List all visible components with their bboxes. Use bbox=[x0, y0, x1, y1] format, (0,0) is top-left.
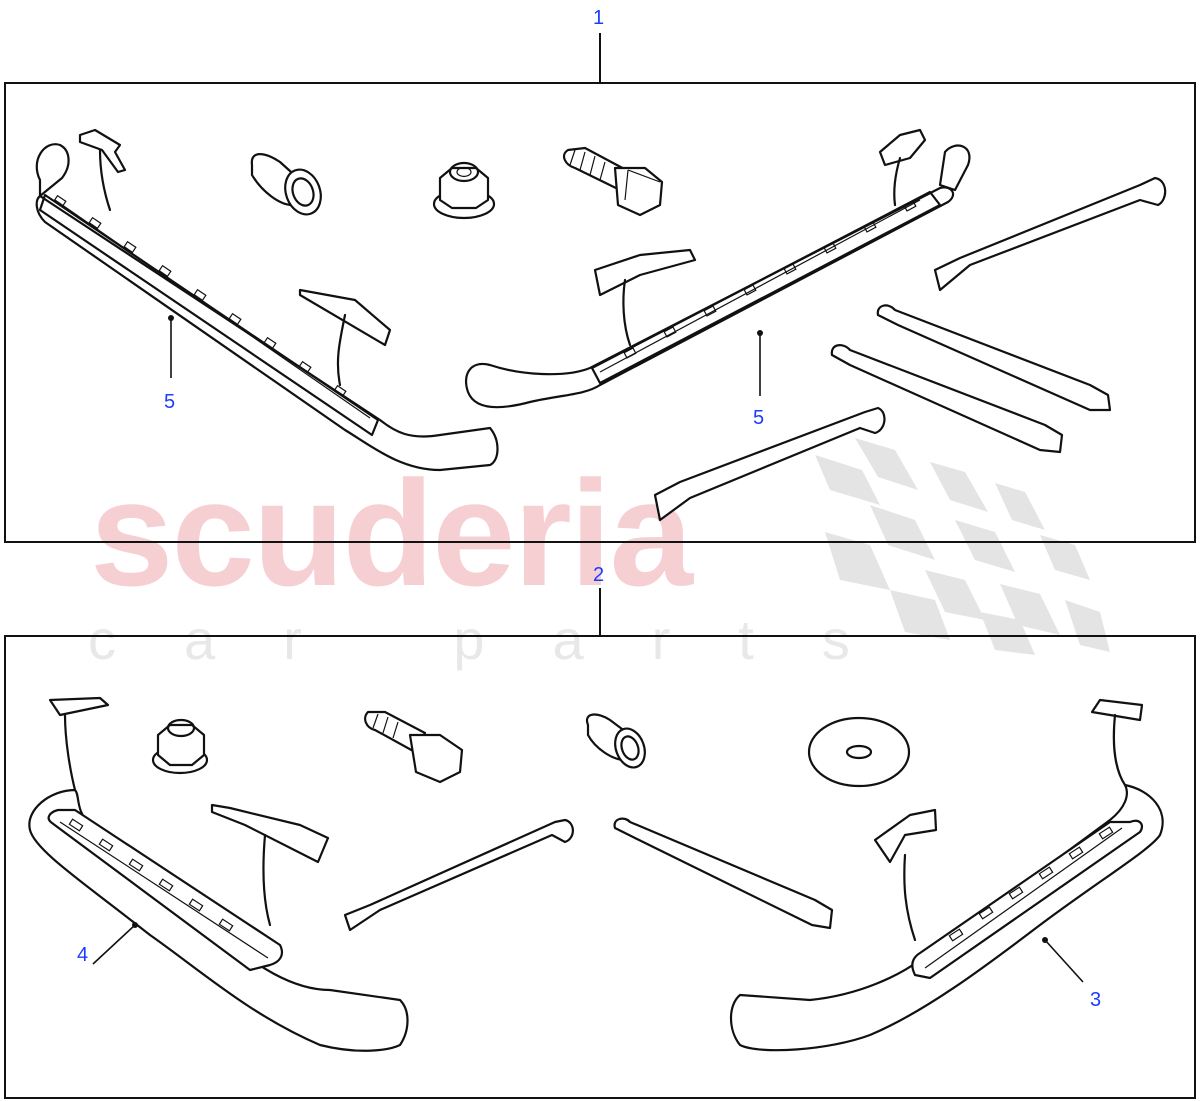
callout-5-left-step: 5 bbox=[164, 391, 176, 413]
flange-nut-p1 bbox=[432, 161, 496, 220]
parts-group-2-frame bbox=[4, 635, 1196, 1099]
parts-group-1-frame bbox=[4, 82, 1196, 543]
flange-bolt-p1 bbox=[562, 146, 664, 217]
support-struts-p2 bbox=[343, 817, 834, 932]
side-step-left-p1 bbox=[35, 128, 499, 472]
side-step-right-p2 bbox=[729, 698, 1164, 1052]
callout-5-right-step: 5 bbox=[753, 407, 765, 429]
group-2-leader-line bbox=[599, 588, 601, 635]
flange-bolt-p2 bbox=[364, 710, 464, 784]
group-label-2: 2 bbox=[593, 564, 605, 586]
callout-3-right-step: 3 bbox=[1090, 989, 1102, 1011]
callout-4-left-step: 4 bbox=[77, 944, 89, 966]
callout-leaders bbox=[92, 315, 1084, 983]
rivet-nut-p1 bbox=[250, 153, 322, 216]
flange-nut-p2 bbox=[151, 718, 209, 775]
side-step-right-p1 bbox=[464, 128, 971, 409]
rivet-nut-p2 bbox=[585, 713, 646, 769]
washer-p2 bbox=[807, 716, 911, 788]
watermark-subtitle: car parts bbox=[88, 608, 918, 671]
side-step-left-p2 bbox=[28, 696, 409, 1052]
watermark-logo-text: scuderia bbox=[90, 449, 693, 617]
support-struts-p1 bbox=[653, 176, 1167, 522]
group-label-1: 1 bbox=[593, 7, 605, 29]
group-1-leader-line bbox=[599, 33, 601, 82]
